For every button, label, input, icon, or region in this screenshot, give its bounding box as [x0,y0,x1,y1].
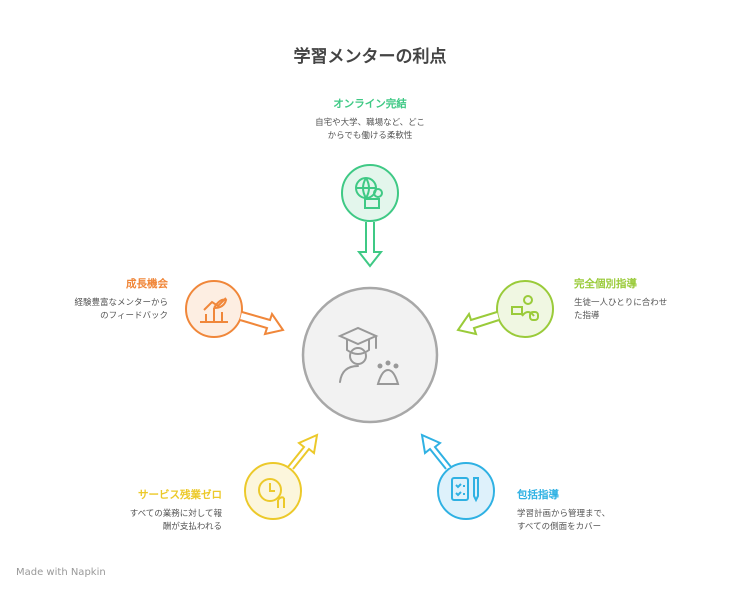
node-zero [244,433,319,520]
center-node [301,286,439,424]
page-title: 学習メンターの利点 [293,47,447,67]
label-online: オンライン完結 [333,98,407,110]
desc-growth: 経験豊富なメンターからのフィードバック [74,298,168,321]
checklist-pen-icon [451,477,479,503]
node-individual [456,280,554,338]
clock-money-icon [258,478,285,508]
node-online [341,164,399,268]
growth-plant-icon [200,297,228,323]
one-on-one-icon [511,295,539,321]
desc-individual: 生徒一人ひとりに合わせた指導 [574,298,668,321]
globe-laptop-icon [355,177,383,209]
label-individual: 完全個別指導 [574,278,637,290]
mentor-graduate-icon [337,326,400,385]
desc-online: 自宅や大学、職場など、どこからでも働ける柔軟性 [315,118,425,141]
label-zero: サービス残業ゼロ [138,489,222,501]
node-growth [185,280,285,338]
node-comprehensive [420,433,495,520]
desc-comprehensive: 学習計画から管理まで、すべての側面をカバー [517,509,611,532]
label-growth: 成長機会 [126,278,168,290]
napkin-watermark: Made with Napkin [16,567,106,578]
label-comprehensive: 包括指導 [517,489,559,501]
desc-zero: すべての業務に対して報酬が支払われる [129,509,222,532]
